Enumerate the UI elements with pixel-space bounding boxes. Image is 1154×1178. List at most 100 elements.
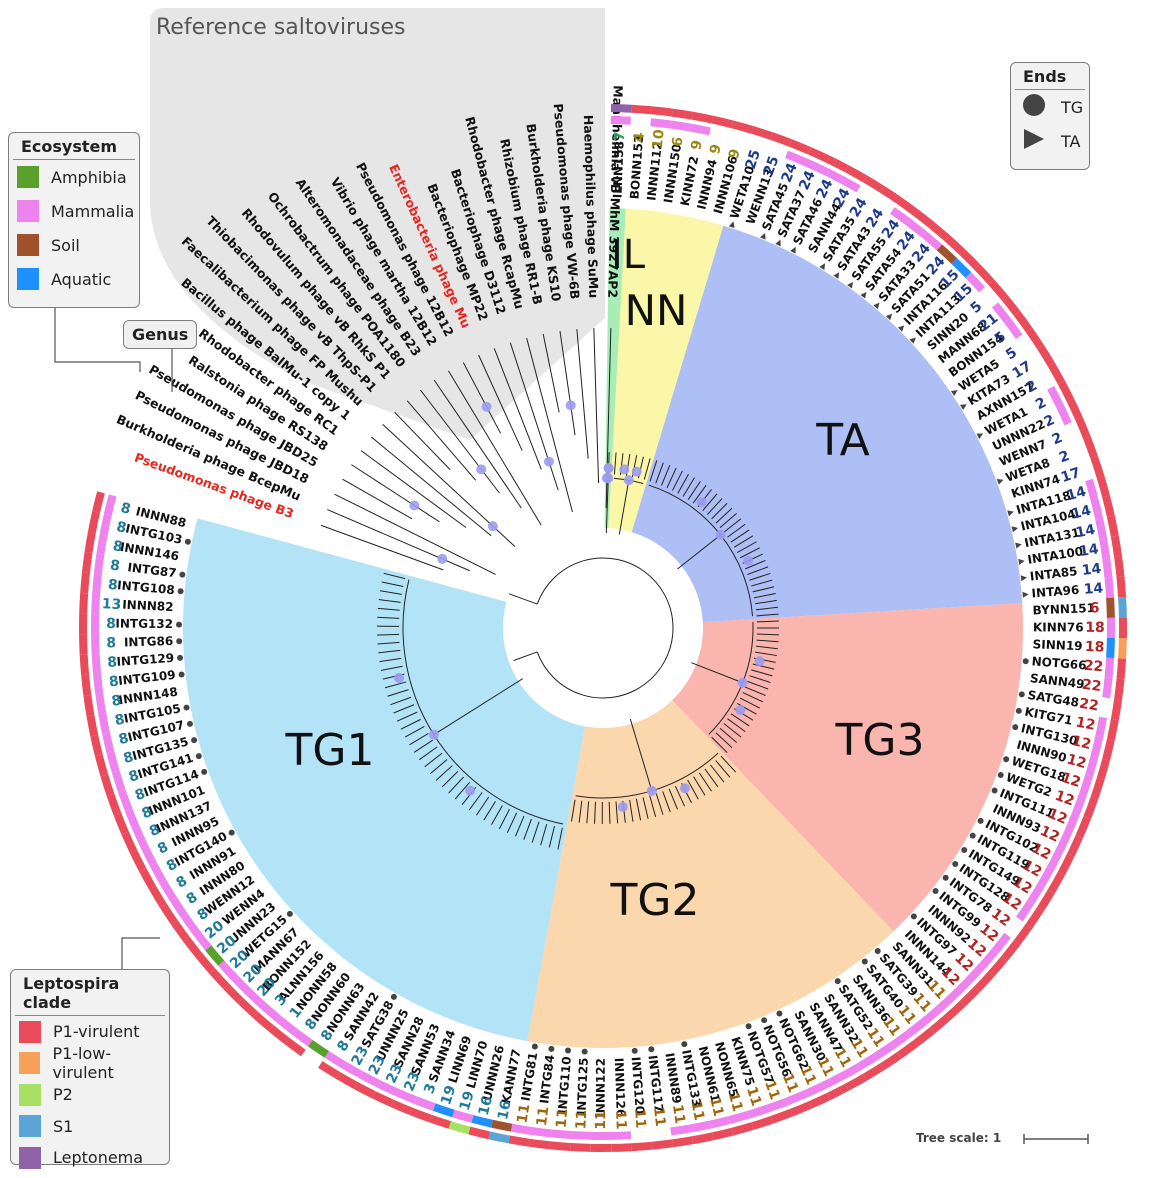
clade-ring-cell bbox=[789, 139, 811, 154]
ecosystem-ring-cell bbox=[100, 514, 112, 535]
clade-ring-cell bbox=[88, 511, 100, 533]
ends-shape bbox=[1021, 93, 1047, 121]
clade-ring-cell bbox=[114, 813, 129, 835]
leaf-label: INTG87 bbox=[127, 560, 178, 580]
ecosystem-ring-cell bbox=[611, 1131, 631, 1140]
clade-ring-cell bbox=[863, 175, 885, 192]
clade-ring-cell bbox=[570, 1143, 591, 1152]
clade-ring-cell bbox=[631, 105, 652, 114]
node-dot bbox=[647, 786, 657, 796]
tg-end-marker bbox=[970, 833, 976, 839]
legend-item-label: Aquatic bbox=[51, 270, 111, 289]
genus-number: 11 bbox=[534, 1106, 552, 1127]
leaf-label: INTG84 bbox=[537, 1054, 557, 1105]
leaf-label: INTG117 bbox=[646, 1054, 666, 1113]
clade-ring-cell bbox=[83, 695, 94, 716]
tg-end-marker bbox=[761, 1017, 767, 1023]
clade-ring-cell bbox=[90, 735, 102, 757]
clade-ring-cell bbox=[80, 572, 90, 593]
ta-end-marker bbox=[729, 221, 737, 229]
tree-branch bbox=[361, 451, 466, 528]
ecosystem-ring-cell bbox=[1106, 598, 1115, 618]
ta-end-marker bbox=[1007, 509, 1014, 516]
ta-end-marker bbox=[790, 246, 798, 254]
tree-arc bbox=[537, 558, 673, 698]
genus-number: 12 bbox=[1074, 714, 1096, 733]
clade-ring-cell bbox=[529, 1139, 550, 1149]
clade-ring-cell bbox=[1116, 576, 1126, 597]
clade-ring-cell bbox=[672, 1136, 693, 1147]
clade-ring-cell bbox=[107, 794, 121, 816]
clade-ring-cell bbox=[410, 1108, 432, 1123]
legend-item-label: Amphibia bbox=[51, 168, 127, 187]
legend-item-label: TG bbox=[1061, 98, 1083, 117]
legend-item-label: P1-low-virulent bbox=[52, 1044, 169, 1082]
clade-ring-cell bbox=[611, 1143, 632, 1152]
clade-ring-cell bbox=[1097, 475, 1110, 497]
clade-ring-cell bbox=[549, 1141, 570, 1151]
leaf-label: ILNN158 bbox=[611, 141, 627, 199]
node-dot bbox=[697, 497, 707, 507]
clade-ring-cell bbox=[1090, 456, 1104, 478]
ends-legend-item: TG bbox=[1011, 90, 1089, 124]
ecosystem-ring-cell bbox=[102, 732, 114, 753]
tree-branch bbox=[351, 465, 439, 522]
tg-end-marker bbox=[185, 539, 191, 545]
ecosystem-ring-cell bbox=[104, 494, 117, 515]
genus-number: 8 bbox=[108, 674, 119, 691]
ta-end-marker bbox=[976, 431, 984, 439]
ends-legend-title: Ends bbox=[1015, 63, 1085, 90]
clade-ring-cell bbox=[1114, 556, 1124, 577]
ecosystem-ring-cell bbox=[551, 1129, 572, 1139]
tg-end-marker bbox=[191, 737, 197, 743]
ta-end-marker bbox=[819, 262, 827, 270]
genus-number: 8 bbox=[119, 500, 132, 518]
ecosystem-ring-cell bbox=[1106, 638, 1115, 658]
ta-end-marker bbox=[1018, 558, 1025, 565]
clade-ring-cell bbox=[751, 1116, 773, 1130]
clade-ring-cell bbox=[770, 132, 792, 147]
ecosystem-ring-cell bbox=[1091, 736, 1103, 757]
tg-end-marker bbox=[1003, 756, 1009, 762]
genus-number: 12 bbox=[1070, 733, 1093, 753]
genus-number: 12 bbox=[1059, 770, 1082, 791]
legend-item-label: Mammalia bbox=[51, 202, 134, 221]
tg-end-marker bbox=[1019, 691, 1025, 697]
ta-end-marker bbox=[960, 402, 968, 410]
leaf-label: INTG125 bbox=[574, 1057, 590, 1115]
ecosystem-ring-cell bbox=[670, 121, 691, 132]
ta-end-marker bbox=[1015, 541, 1022, 548]
node-dot bbox=[624, 475, 634, 485]
genus-label: Genus bbox=[123, 320, 197, 349]
ecosystem-ring-cell bbox=[107, 752, 120, 773]
ecosystem-ring-cell bbox=[1095, 518, 1107, 539]
ecosystem-ring-cell bbox=[1099, 538, 1110, 559]
tg-end-marker bbox=[187, 721, 193, 727]
genus-number: 25 bbox=[743, 148, 764, 171]
legend-swatch bbox=[17, 166, 39, 188]
ecosystem-ring-cell bbox=[571, 1131, 591, 1140]
clade-ring-cell bbox=[611, 104, 632, 113]
clade-ring-cell bbox=[712, 1128, 734, 1140]
tg-end-marker bbox=[835, 978, 841, 984]
ecosystem-ring-cell bbox=[690, 124, 711, 136]
node-dot bbox=[437, 554, 447, 564]
legend-swatch bbox=[17, 234, 39, 256]
clade-ring-cell bbox=[81, 675, 91, 696]
ecosystem-ring-cell bbox=[118, 790, 132, 812]
tree-branch bbox=[514, 652, 537, 661]
node-dot bbox=[680, 783, 690, 793]
clade-connector bbox=[122, 938, 160, 969]
clade-ring-cell bbox=[80, 654, 89, 675]
legend-swatch bbox=[19, 1147, 41, 1169]
ecosystem-ring-cell bbox=[308, 1040, 329, 1058]
tree-scale-label: Tree scale: 1 bbox=[916, 1131, 1001, 1145]
tg-end-marker bbox=[776, 1011, 782, 1017]
group-label-nn: NN bbox=[625, 286, 688, 335]
clade-ring-cell bbox=[1083, 797, 1098, 819]
clade-ring-cell bbox=[79, 613, 87, 634]
ecosystem-ring-cell bbox=[670, 1124, 691, 1135]
clade-ring-cell bbox=[1097, 758, 1110, 780]
clade-ring-cell bbox=[631, 1142, 652, 1152]
clade-ring-cell bbox=[1075, 417, 1090, 439]
